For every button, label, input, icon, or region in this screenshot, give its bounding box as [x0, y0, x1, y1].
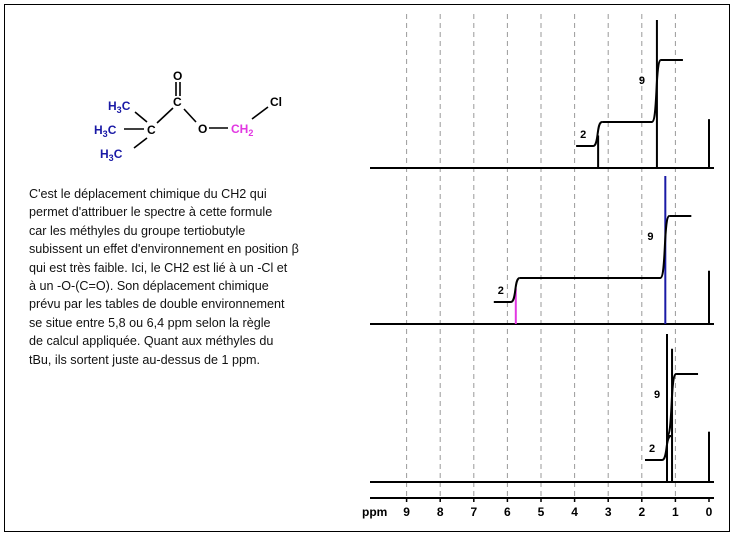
axis-tick-label-1: 1: [672, 505, 679, 519]
methyl-1-label: H3C: [108, 99, 131, 115]
molecule-labels: O C C O Cl H3C H3C H3C CH2: [94, 69, 282, 163]
explanation-line-1: C'est le déplacement chimique du CH2 qui: [29, 187, 267, 201]
explanation-line-3: car les méthyles du groupe tertiobutyle: [29, 223, 246, 238]
axis-tick-label-3: 3: [605, 505, 612, 519]
chlorine-label: Cl: [270, 95, 282, 109]
ppm-gridlines: [406, 14, 676, 498]
spectrum-1: 29: [370, 20, 714, 169]
integral-label: 2: [580, 129, 586, 141]
ch2-label: CH2: [231, 122, 253, 138]
axis-tick-label-6: 6: [504, 505, 511, 519]
integral-step-9: [602, 59, 662, 123]
integral-label: 9: [639, 75, 645, 87]
axis-tick-label-2: 2: [638, 505, 645, 519]
explanation-line-4: subissent un effet d'environnement en po…: [29, 242, 299, 257]
integral-label: 2: [649, 443, 655, 455]
methyl-3-label: H3C: [100, 147, 123, 163]
explanation-line-10: tBu, ils sortent juste au-dessus de 1 pp…: [29, 352, 261, 367]
methyl-2-label: H3C: [94, 123, 117, 139]
axis-tick-label-7: 7: [470, 505, 477, 519]
figure-frame: [4, 4, 730, 532]
ether-oxygen-label: O: [198, 122, 207, 136]
integral-step-9: [519, 215, 671, 279]
explanation-line-7: prévu par les tables de double environne…: [29, 297, 285, 312]
axis-tick-label-4: 4: [571, 505, 578, 519]
axis-tick-label-9: 9: [403, 505, 410, 519]
explanation-line-5: qui est très faible. Ici, le CH2 est lié…: [29, 260, 288, 275]
bond-carbonyl-ether: [183, 108, 197, 123]
bond-methyl1-cq: [134, 111, 148, 123]
explanation-line-2: permet d'attribuer le spectre à cette fo…: [29, 205, 273, 220]
integral-label: 2: [498, 285, 504, 297]
integral-label: 9: [654, 389, 660, 401]
spectrum-3: 29: [370, 334, 714, 483]
quaternary-carbon-label: C: [147, 123, 156, 137]
molecule-structure: [124, 82, 269, 149]
bond-cq-carbonyl: [156, 107, 174, 124]
integral-step-9: [666, 373, 678, 437]
explanation-line-8: se situe entre 5,8 ou 6,4 ppm selon la r…: [29, 315, 271, 330]
integral-step-2: [576, 121, 603, 147]
explanation-line-9: de calcul appliquée. Quant aux méthyles …: [29, 334, 274, 349]
carbonyl-carbon-label: C: [173, 95, 182, 109]
axis-tick-label-5: 5: [538, 505, 545, 519]
spectrum-2: 29: [370, 176, 714, 325]
explanation-line-6: à un -O-(C=O). Son déplacement chimique: [29, 279, 269, 294]
axis-tick-label-0: 0: [706, 505, 713, 519]
axis-tick-label-8: 8: [437, 505, 444, 519]
integral-label: 9: [647, 231, 653, 243]
bond-methyl3-cq: [133, 137, 148, 149]
axis-unit-label: ppm: [362, 505, 387, 519]
ppm-axis: ppm 9 8 7 6 5 4 3 2 1 0: [362, 497, 714, 519]
bond-ch2-cl: [251, 106, 269, 120]
integral-step-2: [493, 277, 521, 303]
explanation-text: C'est le déplacement chimique du CH2 qui…: [29, 185, 369, 369]
carbonyl-oxygen-label: O: [173, 69, 182, 83]
